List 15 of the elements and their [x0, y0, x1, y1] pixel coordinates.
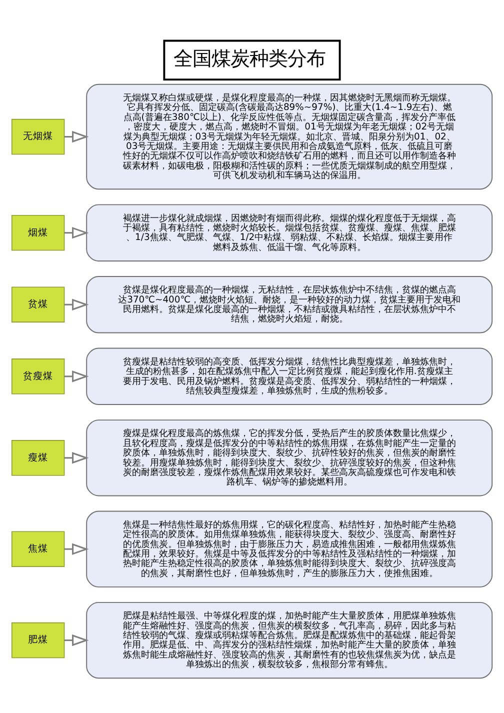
- node-box: 瘦煤: [12, 440, 65, 476]
- node-box: 褐煤进一步煤化就成烟煤，因燃烧时有烟而得此称。烟煤的煤化程度低于无烟煤，高于褐煤，具有粘结性，燃烧时火焰较长。烟煤包括贫煤、贫瘦煤、瘦煤、焦煤、肥煤、1/3焦煤、气肥煤、气煤、1/2中粘煤、弱粘煤、不粘煤、长焰煤。烟煤主要用作燃料及炼焦、低温干馏、气化等原料。: [86, 204, 493, 261]
- node-box: 贫煤: [12, 286, 65, 322]
- node-box: 贫煤是煤化程度最高的一种烟煤，无粘结性，在层状炼焦炉中不结焦，贫煤的燃点高达370℃~400℃，燃烧时火焰短、耐烧，是一种较好的动力煤，贫煤主要用于发电和民用燃料。贫煤是煤化度最高的一种烟煤，不粘结或微具粘结性，在层状炼焦炉中不结焦，燃烧时火焰短，耐烧。: [86, 276, 493, 333]
- node-box: 贫瘦煤是粘结性较弱的高变质、低挥发分烟煤，结焦性比典型瘦煤差，单独炼焦时，生成的粉焦甚多，如在配煤炼焦中配入一定比例贫瘦煤，能起到瘦化作用.贫瘦煤主要用于发电、民用及锅炉燃料。贫瘦煤是高变质、低挥发分、弱粘结性的一种烟煤，结焦较典型瘦煤差，单独炼焦时，生成的焦粉较多。: [86, 347, 493, 405]
- node-box: 瘦煤是煤化程度最高的炼焦煤，它的挥发分低，受热后产生的胶质体数量比焦煤少，且软化程度高，瘦煤是低挥发分的中等粘结性的炼焦用煤，在炼焦时能产生一定量的胶质体，单独炼焦时，能得到块度大、裂纹少、抗碎性较好的焦炭，但焦炭的耐磨性较差。用瘦煤单独炼焦时，能得到块度大、裂纹少、抗碎强度较好的焦炭，但这种焦炭的耐磨强度较差，瘦煤作炼焦配煤用效果较好。某些高灰高硫瘦煤也可作发电和铁路机车、锅炉等的掺烧燃料用。: [86, 419, 493, 496]
- node-box: 焦煤: [12, 530, 65, 566]
- node-box: 无烟煤又称白煤或硬煤，是煤化程度最高的一种煤，因其燃烧时无黑烟而称无烟煤。它具有挥发分低、固定碳高(含碳最高达89%~97%)、比重大(1.4~1.9左右)、燃点高(普遍在380℃以上)、化学反应性低等点。无烟煤固定碳含量高，挥发分产率低，密度大，硬度大，燃点高，燃烧时不冒烟。01号无烟煤为年老无烟煤；02号无烟煤为典型无烟煤；03号无烟煤为年轻无烟煤。如北京、晋城、阳泉分别为01、02、03号无烟煤。主要用途：无烟煤主要供民用和合成氨造气原料，低灰、低硫且可磨性好的无烟煤不仅可以作高炉喷吹和烧结铁矿石用的燃料，而且还可以用作制造各种碳素材料，如碳电极，阳极糊和活性碳的原料；一些优质无烟煤制成的航空用型煤，可供飞机发动机和车辆马达的保温用。: [86, 83, 493, 190]
- node-box: 贫瘦煤: [12, 358, 65, 394]
- node-box: 焦煤是一种结焦性最好的炼焦用煤，它的碳化程度高、粘结性好，加热时能产生热稳定性很高的胶质体。如用焦煤单独炼焦，能获得块度大、裂纹少、强度高、耐磨性好的优质焦炭。但单独炼焦时，由于膨胀压力大，易造成推焦困难，一般都用焦煤炼焦配煤用，效果较好。焦煤是中等及低挥发分的中等粘结性及强粘结性的一种烟煤，加热时能产生热稳定性很高的胶质体，单独炼焦时能得到块度大、裂纹少、抗碎强度高的焦炭，其耐磨性也好，但单独炼焦时，产生的膨胀压力大，使推焦困难。: [86, 510, 493, 587]
- node-box: 烟煤: [12, 214, 65, 250]
- node-box: 无烟煤: [12, 118, 65, 154]
- node-box: 肥煤: [12, 622, 65, 658]
- node-box: 肥煤是粘结性最强、中等煤化程度的煤，加热时能产生大量胶质体，用肥煤单独炼焦能产生熔融性好、强度高的焦炭，但焦炭的横裂纹多，气孔率高，易碎，因此多与粘结性较弱的气煤、瘦煤或弱粘煤等配合炼焦。肥煤是配煤炼焦中的基础煤，能起骨架作用。肥煤是低、中、高挥发分的强粘结性烟煤，加热时能产生大量的胶质体，单独炼焦时能生成熔融性好、强度较高的焦炭，其耐磨性有的也较焦煤焦炭为优，缺点是单独炼出的焦炭，横裂纹较多，焦根部分常有蜂焦。: [86, 601, 493, 678]
- diagram-title: 全国煤炭种类分布: [173, 46, 326, 70]
